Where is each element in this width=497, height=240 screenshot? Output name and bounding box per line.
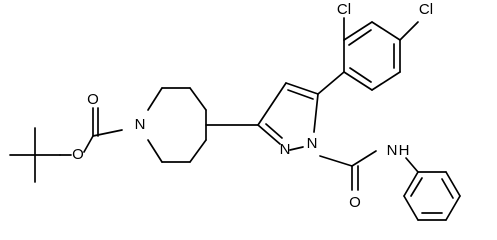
bond: [410, 177, 423, 197]
carbamate-group: [83, 107, 123, 153]
tert-butyl-group: [9, 127, 72, 183]
atom-label-cl-ortho: Cl: [337, 1, 351, 18]
pyrazole-ring: [257, 82, 319, 151]
atom-label-h-amide: H: [399, 142, 410, 159]
bond: [399, 21, 419, 41]
bond: [351, 150, 377, 167]
bond: [319, 155, 353, 167]
bond: [189, 87, 207, 111]
bond: [147, 87, 163, 111]
atom-label-n-pyrazole-2: N: [280, 141, 291, 158]
bond: [371, 71, 401, 91]
bond: [257, 82, 287, 126]
bond: [445, 171, 461, 197]
bond: [445, 195, 461, 221]
bond: [285, 82, 319, 95]
bond: [289, 146, 304, 151]
bond: [189, 139, 207, 163]
bond: [348, 29, 372, 46]
amide-group: [319, 150, 419, 191]
bond: [343, 71, 373, 91]
bond: [441, 178, 454, 199]
bond: [403, 195, 419, 221]
dichlorophenyl-ring: [317, 17, 419, 95]
bond: [403, 171, 419, 197]
bond: [257, 124, 281, 145]
bond: [147, 139, 163, 163]
atom-label-n-pyrazole-1: N: [307, 135, 318, 152]
atom-label-o-carbonyl: O: [87, 91, 99, 108]
bond: [265, 123, 283, 139]
bond: [405, 157, 419, 173]
bond: [349, 67, 372, 83]
bond: [343, 21, 373, 41]
atom-label-n-piperidine: N: [135, 116, 146, 133]
bond: [371, 21, 401, 41]
atom-label-o-ester: O: [72, 146, 84, 163]
piperidine-ring: [147, 87, 207, 163]
bond: [317, 71, 345, 95]
atom-label-n-amide: N: [387, 142, 398, 159]
atom-label-cl-para: Cl: [419, 1, 433, 18]
bond: [313, 93, 319, 133]
bond: [83, 135, 94, 153]
phenyl-ring: [403, 171, 461, 221]
atom-label-o-amide: O: [349, 194, 361, 211]
bond: [287, 89, 314, 100]
